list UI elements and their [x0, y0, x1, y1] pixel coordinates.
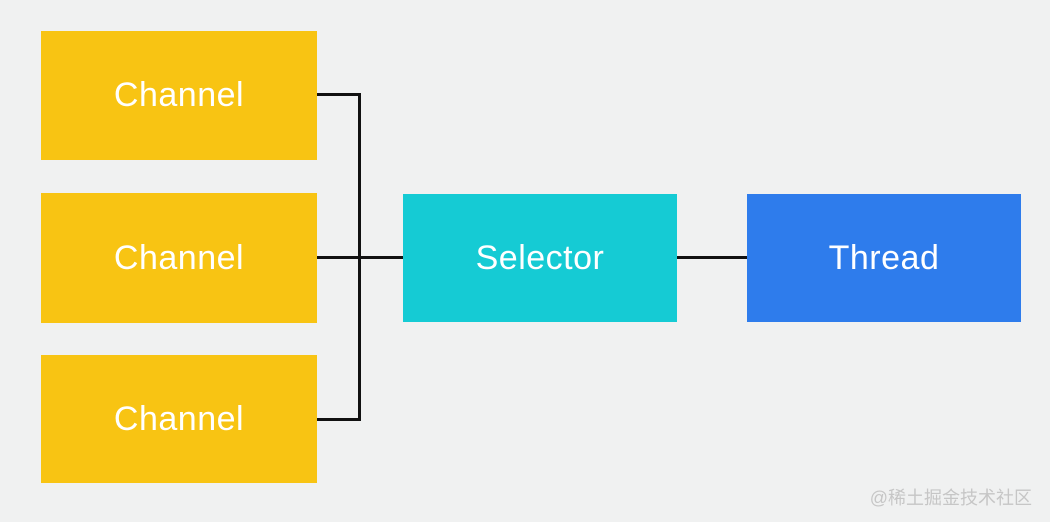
watermark: @稀土掘金技术社区 [869, 488, 1032, 508]
node-channel-3-label: Channel [113, 399, 245, 438]
connector-selector-to-thread [677, 256, 747, 259]
connector-channel2-to-selector [317, 256, 403, 259]
node-channel-1: Channel [41, 31, 317, 160]
node-channel-2: Channel [41, 193, 317, 323]
node-thread-label: Thread [828, 238, 940, 277]
connector-channel1-to-bus [317, 93, 361, 96]
node-channel-2-label: Channel [113, 238, 245, 277]
node-channel-1-label: Channel [113, 76, 245, 114]
node-selector-label: Selector [475, 238, 605, 277]
node-thread: Thread [747, 194, 1021, 322]
connector-channel3-to-bus [317, 418, 361, 421]
node-selector: Selector [403, 194, 677, 322]
node-channel-3: Channel [41, 355, 317, 483]
